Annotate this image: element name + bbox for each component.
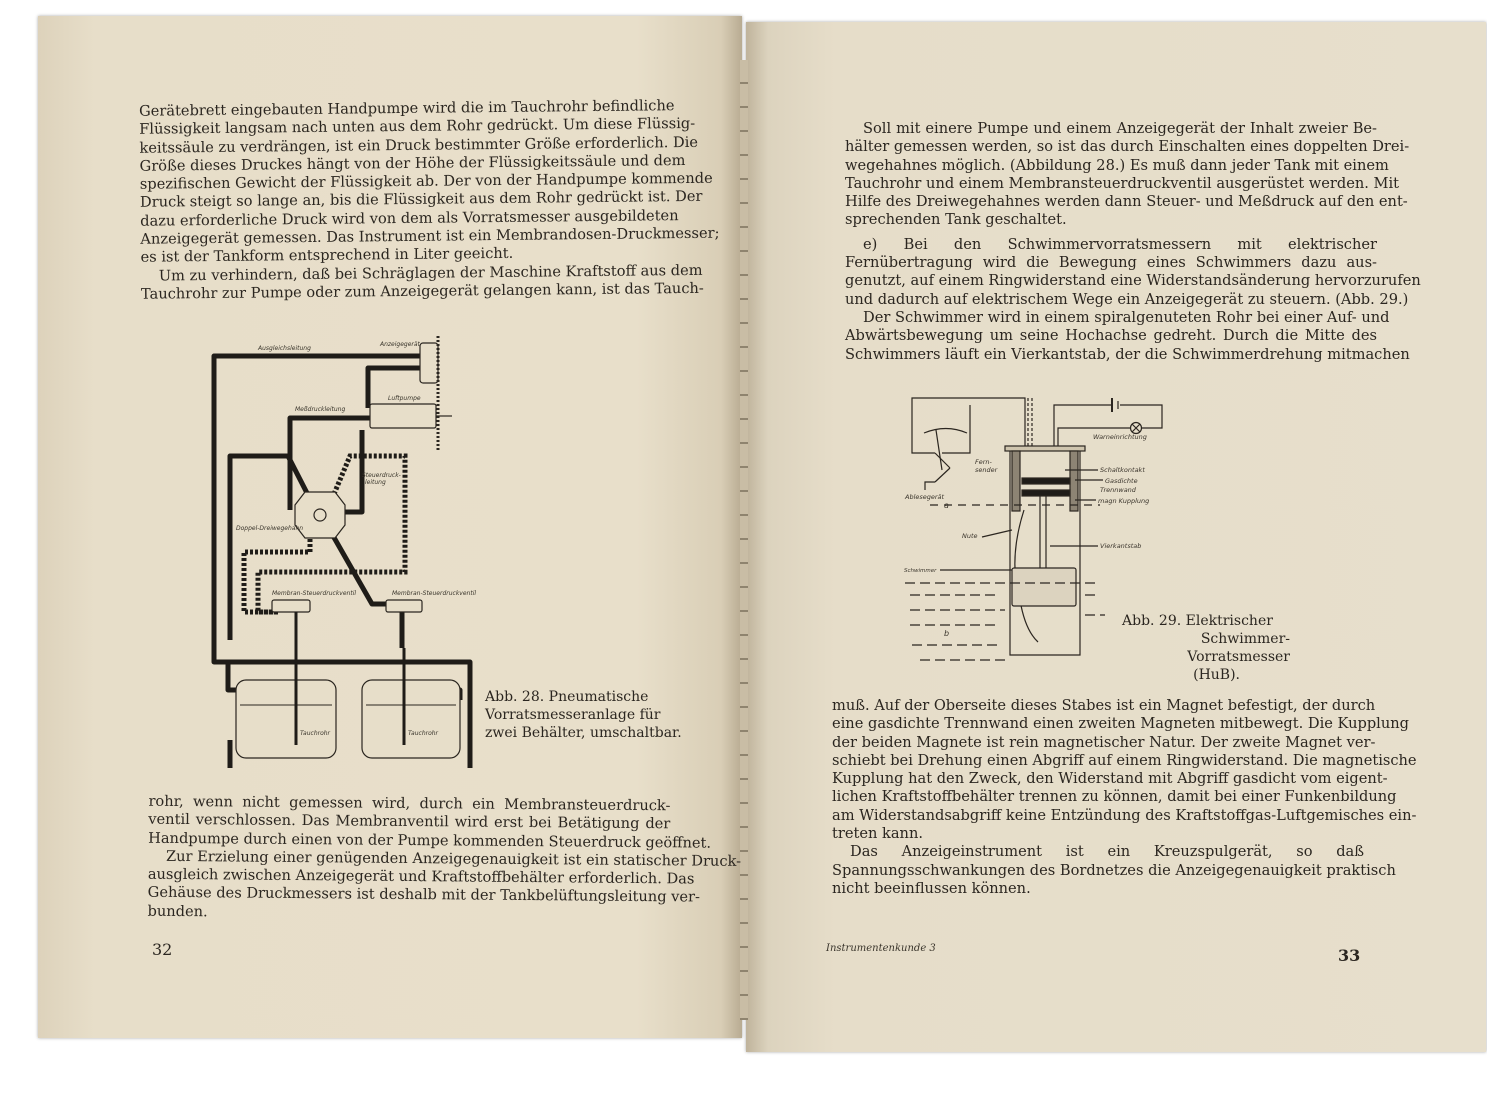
label-membranventil-right: Membran-Steuerdruckventil xyxy=(392,590,476,597)
text-line: wegehahnes möglich. (Abbildung 28.) Es m… xyxy=(845,156,1389,174)
text-line: Das Anzeigeinstrument ist ein Kreuzspulg… xyxy=(850,843,1364,861)
caption-line: Abb. 28. Pneumatische xyxy=(485,689,649,705)
label-tauchrohr-right: Tauchrohr xyxy=(408,730,439,737)
left-membrane-valve xyxy=(271,599,311,613)
tank-top-cap xyxy=(1004,445,1086,452)
left-tank-pipe xyxy=(225,662,236,693)
messdruckleitung-pipe xyxy=(287,415,372,510)
book-spine-stitching xyxy=(740,60,748,1020)
label-schaltkontakt: Schaltkontakt xyxy=(1100,466,1145,474)
label-steuerdruckleitung: Steuerdruck- xyxy=(362,472,401,479)
label-warneinrichtung: Warneinrichtung xyxy=(1093,433,1147,441)
label-schwimmer: Schwimmer xyxy=(904,568,937,574)
text-line: der beiden Magnete ist rein magnetischer… xyxy=(832,733,1376,751)
figure-28-pneumatic-diagram: Ausgleichsleitung Anzeigegerät Luftpumpe… xyxy=(211,336,476,768)
text-line: Tauchrohr und einem Membransteuerdruckve… xyxy=(845,174,1400,192)
figure-29-float-gauge-diagram: Warneinrichtung Fern- sender Schaltkonta… xyxy=(904,397,1163,661)
page-number-right: 33 xyxy=(1338,946,1361,965)
label-fernsender: Fern- xyxy=(975,458,993,466)
page-number-left: 32 xyxy=(152,940,173,959)
valve-to-left-membrane-pipe xyxy=(241,534,313,615)
valve-to-right-membrane-pipe xyxy=(329,532,390,607)
label-level-a: a xyxy=(944,501,949,510)
left-page xyxy=(38,16,742,1038)
luftpumpe-cylinder xyxy=(369,403,437,429)
text-line: Soll mit einere Pumpe und einem Anzeigeg… xyxy=(863,120,1377,137)
text-line: hälter gemessen werden, so ist das durch… xyxy=(845,138,1410,156)
text-line: Schwimmers läuft ein Vierkantstab, der d… xyxy=(845,345,1410,363)
label-steuerdruckleitung-2: leitung xyxy=(365,479,386,486)
float-tube xyxy=(1009,451,1081,656)
tank-connection-pipe xyxy=(211,652,473,768)
label-dreiwegehahn: Doppel-Dreiwegehahn xyxy=(236,525,303,532)
label-ausgleichsleitung: Ausgleichsleitung xyxy=(257,345,311,352)
text-line: Spannungsschwankungen des Bordnetzes die… xyxy=(832,861,1396,879)
label-messdruckleitung: Meßdruckleitung xyxy=(295,406,345,413)
label-gasdichte: Gasdichte xyxy=(1105,477,1138,485)
text-line: und dadurch auf elektrischem Wege ein An… xyxy=(845,290,1409,308)
left-top-paragraphs: Gerätebrett eingebauten Handpumpe wird d… xyxy=(139,97,720,304)
float xyxy=(1011,567,1077,607)
text-line: Hilfe des Dreiwegehahnes werden dann Ste… xyxy=(845,193,1408,211)
text-line: Kupplung hat den Zweck, den Widerstand m… xyxy=(832,770,1388,788)
right-membrane-valve xyxy=(385,599,423,613)
text-line: lichen Kraftstoffbehälter trennen zu kön… xyxy=(832,788,1397,806)
right-bottom-paragraphs: muß. Auf der Oberseite dieses Stabes ist… xyxy=(832,697,1417,898)
left-bottom-paragraphs: rohr, wenn nicht gemessen wird, durch ei… xyxy=(147,793,741,926)
text-line: nicht beeinflussen können. xyxy=(832,879,1031,897)
warning-circuit-wire xyxy=(1053,404,1163,448)
caption-line: Abb. 29. Elektrischer xyxy=(1122,613,1273,629)
label-luftpumpe: Luftpumpe xyxy=(388,395,421,402)
signal-wire xyxy=(1027,398,1033,450)
text-line: e) Bei den Schwimmervorratsmessern mit e… xyxy=(863,235,1377,253)
text-line: am Widerstandsabgriff keine Entzündung d… xyxy=(832,806,1417,824)
right-top-paragraphs: Soll mit einere Pumpe und einem Anzeigeg… xyxy=(845,120,1421,364)
label-vierkantstab: Vierkantstab xyxy=(1100,542,1141,550)
pump-to-valve-pipe xyxy=(345,430,365,515)
text-line: Fernübertragung wird die Bewegung eines … xyxy=(845,254,1377,272)
text-line: Abwärtsbewegung um seine Hochachse gedre… xyxy=(845,327,1377,345)
label-trennwand: Trennwand xyxy=(1100,486,1137,494)
right-tank xyxy=(361,679,461,759)
label-magn-kupplung: magn Kupplung xyxy=(1098,497,1149,505)
label-leaders xyxy=(940,469,1103,571)
figure-29-caption: Abb. 29. Elektrischer Schwimmer-Vorratsm… xyxy=(1100,612,1290,684)
signature-mark: Instrumentenkunde 3 xyxy=(826,943,936,954)
figure-28-caption: Abb. 28. Pneumatische Vorratsmesseranlag… xyxy=(485,688,682,742)
label-tauchrohr-left: Tauchrohr xyxy=(300,730,331,737)
warning-lamp xyxy=(1129,421,1143,435)
text-line: schiebt bei Drehung einen Abgriff auf ei… xyxy=(832,751,1417,769)
anzeige-to-pump-pipe xyxy=(365,365,425,408)
caption-line: Schwimmer-Vorratsmesser xyxy=(1187,631,1290,665)
right-page xyxy=(746,22,1486,1052)
text-line: genutzt, auf einem Ringwiderstand eine W… xyxy=(845,272,1421,290)
valve-left-loop-pipe xyxy=(227,453,311,640)
text-line: sprechenden Tank geschaltet. xyxy=(845,211,1067,229)
ausgleichsleitung-pipe xyxy=(211,353,425,652)
text-line: treten kann. xyxy=(832,825,923,843)
gauge-circuit-wire xyxy=(911,397,1026,490)
label-membranventil-left: Membran-Steuerdruckventil xyxy=(272,590,356,597)
label-fernsender-2: sender xyxy=(975,466,999,474)
caption-line: zwei Behälter, umschaltbar. xyxy=(485,725,682,741)
steuerdruckleitung-pipe xyxy=(255,453,408,615)
left-tank xyxy=(235,679,337,759)
label-nute: Nute xyxy=(962,532,978,540)
caption-line: (HuB). xyxy=(1193,667,1240,683)
gas-tight-partition xyxy=(1021,477,1071,485)
anzeigegeraet-box xyxy=(419,342,439,384)
text-line: Der Schwimmer wird in einem spiralgenute… xyxy=(863,308,1390,326)
text-line: eine gasdichte Trennwand einen zweiten M… xyxy=(832,715,1409,733)
label-ablesegeraet: Ablesegerät xyxy=(904,493,945,501)
label-level-b: b xyxy=(944,629,949,638)
caption-line: Vorratsmesseranlage für xyxy=(485,707,661,723)
gauge-needle xyxy=(923,427,968,471)
text-line: muß. Auf der Oberseite dieses Stabes ist… xyxy=(832,697,1376,714)
fluid-level-lines xyxy=(905,582,1105,661)
label-anzeigegeraet: Anzeigegerät xyxy=(379,341,421,348)
